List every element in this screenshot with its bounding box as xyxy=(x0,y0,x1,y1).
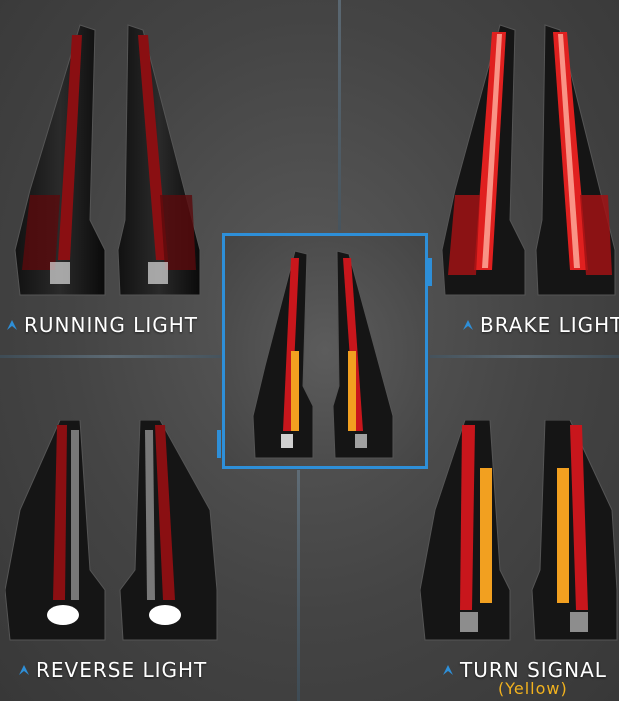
divider-horizontal-right xyxy=(430,355,619,358)
chevron-up-icon xyxy=(7,320,17,330)
divider-horizontal-left xyxy=(0,355,222,358)
frame-accent-right xyxy=(428,258,432,286)
turn-signal-color-note: (Yellow) xyxy=(498,679,568,698)
running-light-image xyxy=(10,20,210,305)
tail-lamp-right xyxy=(535,24,616,296)
center-lamp-image xyxy=(252,250,394,459)
tail-lamp-left xyxy=(5,420,106,641)
frame-accent-left xyxy=(217,430,221,458)
turn-signal-label: TURN SIGNAL xyxy=(442,658,607,682)
divider-vertical-top xyxy=(338,0,341,230)
tail-lamp-right xyxy=(531,420,618,641)
brake-light-text: BRAKE LIGHT xyxy=(480,313,619,337)
tail-lamp-left xyxy=(441,24,526,296)
running-light-label: RUNNING LIGHT xyxy=(6,313,198,337)
turn-signal-image xyxy=(420,420,619,645)
running-light-text: RUNNING LIGHT xyxy=(24,313,198,337)
reverse-light-image xyxy=(5,420,220,645)
tail-lamp-left xyxy=(14,24,106,296)
reverse-light-label: REVERSE LIGHT xyxy=(18,658,207,682)
tail-lamp-right xyxy=(119,420,218,641)
tail-lamp-right xyxy=(117,24,201,296)
chevron-up-icon xyxy=(463,320,473,330)
divider-vertical-bottom xyxy=(297,470,300,701)
center-highlight-frame xyxy=(222,233,428,469)
brake-light-image xyxy=(440,20,619,305)
chevron-up-icon xyxy=(443,665,453,675)
tail-lamp-left xyxy=(420,420,511,641)
tail-lamp-left xyxy=(252,250,314,459)
chevron-up-icon xyxy=(19,665,29,675)
tail-lamp-right xyxy=(332,250,394,459)
turn-signal-text: TURN SIGNAL xyxy=(460,658,607,682)
brake-light-label: BRAKE LIGHT xyxy=(462,313,619,337)
reverse-light-text: REVERSE LIGHT xyxy=(36,658,208,682)
